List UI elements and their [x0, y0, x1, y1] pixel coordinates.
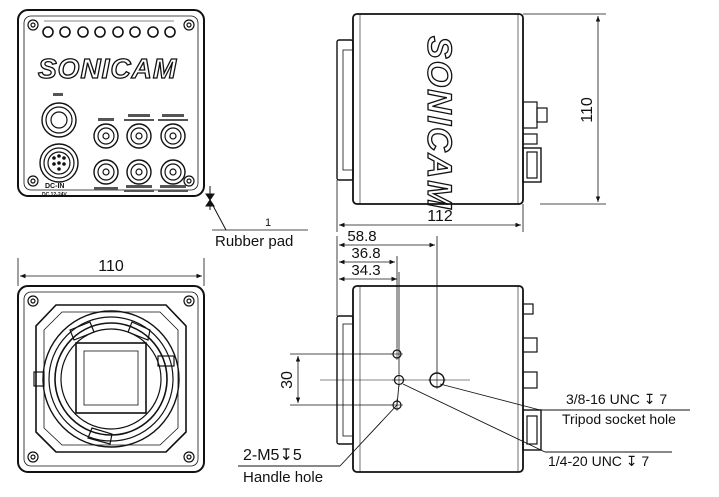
- quarter-spec-label: 1/4-20 UNC ↧ 7: [548, 453, 650, 469]
- handle-spec-label: 2-M5↧5: [243, 447, 302, 464]
- rear-panel-view: [17, 9, 205, 197]
- front-lens-view: [17, 285, 205, 473]
- dim-side-height: [523, 13, 606, 205]
- network-connector: [41, 102, 77, 138]
- dim-hole-spacing: [290, 353, 393, 406]
- dc-voltage-label: DC 12-24V: [42, 192, 67, 198]
- side-view: [336, 13, 548, 205]
- bottom-side-connectors: [522, 303, 542, 451]
- small-port-labels: [53, 93, 188, 192]
- led-indicators: [42, 20, 176, 38]
- tripod-socket-label: Tripod socket hole: [562, 411, 676, 427]
- lens-corner-screws: [27, 295, 195, 463]
- pad-height-label: 1: [265, 217, 271, 229]
- dc-in-connector: [39, 143, 79, 183]
- dim-front-width: [17, 258, 205, 286]
- dim-side-width: [336, 180, 524, 232]
- handle-hole-label: Handle hole: [243, 469, 324, 486]
- dc-in-label: DC-IN: [45, 183, 64, 190]
- bottom-side-view: [320, 285, 542, 473]
- tripod-spec-label: 3/8-16 UNC ↧ 7: [566, 391, 668, 407]
- side-logo: SONICAM: [420, 36, 458, 211]
- dim-side-height-label: 110: [579, 97, 596, 123]
- dim-58-label: 58.8: [347, 228, 376, 245]
- dim-offsets: [336, 236, 438, 374]
- corner-screws: [27, 19, 195, 187]
- rubber-pad-label: Rubber pad: [215, 233, 294, 250]
- side-connectors: [522, 101, 548, 183]
- dim-34-label: 34.3: [351, 262, 380, 279]
- dim-30-label: 30: [279, 371, 296, 389]
- dim-side-width-label: 112: [427, 208, 453, 225]
- front-logo: SONICAM: [38, 53, 177, 84]
- dim-front-width-label: 110: [98, 258, 124, 275]
- bnc-connectors: [93, 123, 186, 185]
- rubber-pad-marker: [205, 186, 308, 231]
- leader-lines: [238, 383, 690, 467]
- dim-36-label: 36.8: [351, 245, 380, 262]
